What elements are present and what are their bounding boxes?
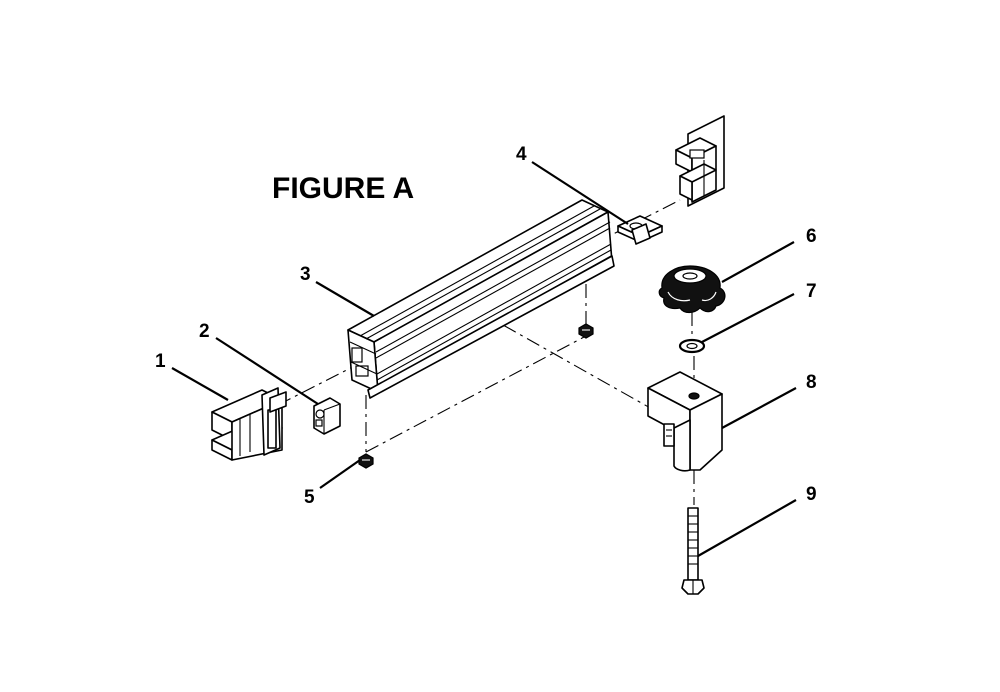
part-8-housing	[647, 371, 723, 472]
part-2-clamp	[313, 397, 341, 435]
callout-9: 9	[806, 484, 817, 505]
callout-3: 3	[300, 264, 311, 285]
part-5-screws	[358, 323, 594, 469]
leader-7	[701, 293, 795, 343]
callout-8: 8	[806, 372, 817, 393]
leader-1	[171, 367, 229, 401]
leader-5	[319, 459, 361, 489]
part-4-hook	[617, 215, 663, 245]
leader-2	[215, 337, 319, 405]
callout-5: 5	[304, 487, 315, 508]
leader-6	[721, 241, 795, 283]
callout-leader-lines	[171, 161, 797, 557]
part-far-end-bracket	[675, 115, 725, 207]
leader-4	[531, 161, 629, 225]
part-6-knob	[658, 265, 726, 314]
callout-2: 2	[199, 321, 210, 342]
part-1-end-bracket	[211, 387, 287, 461]
callout-4: 4	[516, 144, 527, 165]
part-9-bolt	[681, 507, 705, 595]
leader-3	[315, 281, 375, 317]
callout-6: 6	[806, 226, 817, 247]
callout-7: 7	[806, 281, 817, 302]
leader-9	[697, 499, 797, 557]
leader-8	[721, 387, 797, 429]
part-3-rail	[347, 199, 615, 399]
callout-1: 1	[155, 351, 166, 372]
figure-title: FIGURE A	[272, 172, 415, 205]
part-7-washer	[678, 338, 706, 354]
assembly-center-lines	[277, 199, 695, 505]
